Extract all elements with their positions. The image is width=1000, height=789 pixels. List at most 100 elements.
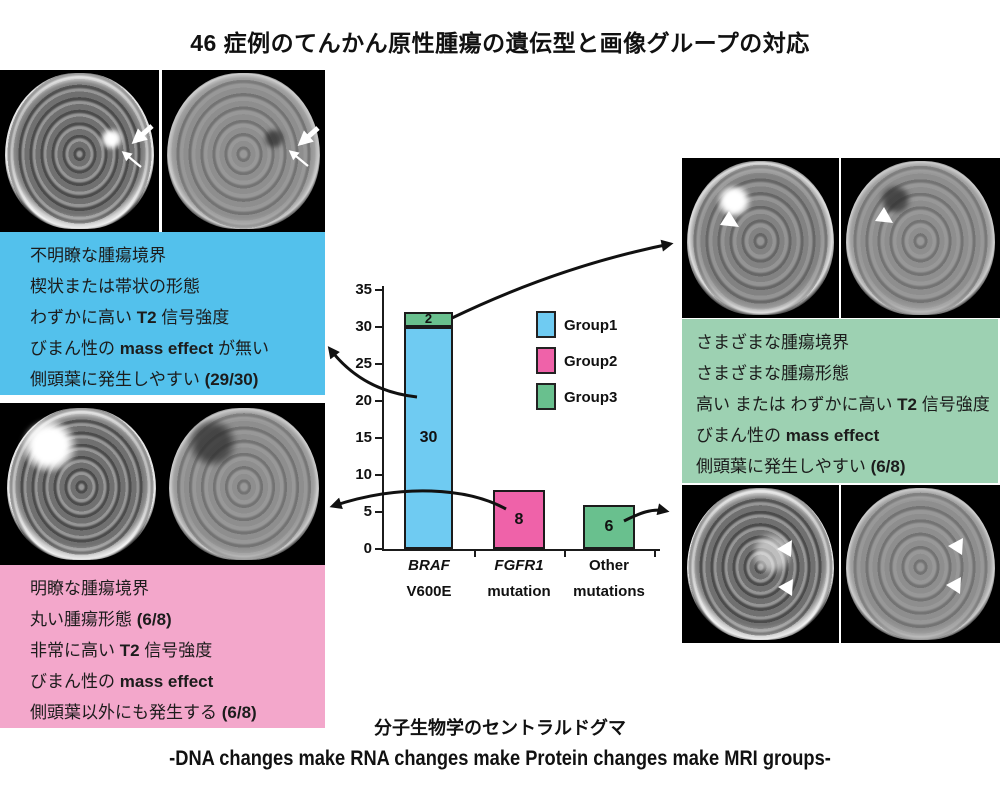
y-tick — [375, 437, 383, 439]
legend-label-group3: Group3 — [564, 389, 618, 406]
y-tick-label: 5 — [363, 503, 372, 520]
feature-line: 高い または わずかに高い T2 信号強度 — [696, 389, 992, 420]
bar-value-label: 8 — [514, 510, 524, 528]
line-segment: 側頭葉に発生しやすい — [696, 457, 871, 476]
bar-value-label: 2 — [424, 311, 433, 327]
feature-line: 非常に高い T2 信号強度 — [30, 635, 319, 666]
feature-line: 側頭葉に発生しやすい (29/30) — [30, 364, 319, 395]
line-segment: 高い または わずかに高い — [696, 395, 898, 414]
lesion — [753, 530, 792, 577]
line-segment: 楔状または帯状の形態 — [30, 277, 200, 296]
group1-feature-box: 不明瞭な腫瘍境界 楔状または帯状の形態 わずかに高い T2 信号強度 びまん性の… — [0, 232, 325, 395]
brain-illustration — [845, 488, 996, 640]
feature-line: 明瞭な腫瘍境界 — [30, 573, 319, 604]
bar-value-label: 30 — [419, 429, 438, 446]
y-tick — [375, 511, 383, 513]
legend-label-group2: Group2 — [564, 353, 618, 370]
line-segment: びまん性の — [30, 672, 120, 691]
line-segment: びまん性の — [696, 426, 786, 445]
connector-arrow-group3-bottom — [623, 503, 670, 523]
line-segment: わずかに高い — [30, 308, 137, 327]
brain-illustration — [169, 407, 319, 561]
bar-segment-group3 — [583, 504, 635, 549]
y-tick-label: 25 — [355, 355, 372, 372]
feature-line: 側頭葉以外にも発生する (6/8) — [30, 697, 319, 728]
feature-line: さまざまな腫瘍形態 — [696, 358, 992, 389]
line-segment: 信号強度 — [917, 395, 990, 414]
line-segment: mass effect — [785, 426, 880, 445]
lesion — [100, 129, 123, 150]
category-line1: BRAF — [408, 557, 450, 574]
feature-line: 側頭葉に発生しやすい (6/8) — [696, 451, 992, 482]
x-category-fgfr1: FGFR1 mutation — [459, 557, 579, 600]
connector-arrow-group2 — [329, 489, 507, 511]
brain-illustration — [6, 407, 156, 561]
mri-top-left-t1 — [162, 70, 325, 232]
feature-line: 楔状または帯状の形態 — [30, 271, 319, 302]
group2-feature-box: 明瞭な腫瘍境界 丸い腫瘍形態 (6/8) 非常に高い T2 信号強度 びまん性の… — [0, 565, 325, 728]
bar-segment-group1 — [404, 327, 453, 549]
y-tick — [375, 289, 383, 291]
y-tick-label: 20 — [355, 392, 372, 409]
connector-arrow-group3-top — [451, 239, 674, 320]
legend-swatch-group1 — [536, 311, 556, 338]
legend-swatch-group3 — [536, 383, 556, 410]
y-tick-label: 0 — [363, 540, 372, 557]
y-tick-label: 30 — [355, 318, 372, 335]
brain-illustration — [686, 161, 835, 315]
line-segment: 不明瞭な腫瘍境界 — [30, 246, 166, 265]
category-line1: Other — [588, 557, 629, 574]
y-tick-label: 10 — [355, 466, 372, 483]
feature-line: 丸い腫瘍形態 (6/8) — [30, 604, 319, 635]
category-line2: mutation — [487, 583, 551, 600]
x-tick — [654, 549, 656, 557]
mri-top-right-t2 — [682, 158, 839, 318]
y-tick — [375, 400, 383, 402]
x-category-braf: BRAF V600E — [369, 557, 489, 600]
mri-bottom-right-t1 — [841, 485, 1000, 643]
line-segment: 信号強度 — [139, 641, 213, 660]
caption-english: -DNA changes make RNA changes make Prote… — [169, 747, 831, 770]
line-segment: (6/8) — [221, 703, 257, 722]
feature-line: びまん性の mass effect — [696, 420, 992, 451]
line-segment: (6/8) — [870, 457, 906, 476]
y-axis — [382, 286, 384, 551]
brain-illustration — [686, 488, 835, 640]
line-segment: T2 — [897, 395, 918, 414]
lesion — [263, 129, 285, 148]
mri-bottom-left-pair — [0, 403, 325, 565]
category-line2: V600E — [406, 583, 452, 600]
lesion — [21, 420, 79, 472]
line-segment: さまざまな腫瘍境界 — [696, 333, 849, 352]
x-tick — [474, 549, 476, 557]
lesion — [186, 420, 238, 466]
bar-segment-group3 — [404, 312, 453, 327]
feature-line: さまざまな腫瘍境界 — [696, 327, 992, 358]
feature-line: わずかに高い T2 信号強度 — [30, 302, 319, 333]
mri-top-right-t1 — [841, 158, 1000, 318]
x-axis — [382, 549, 660, 551]
line-segment: (6/8) — [136, 610, 172, 629]
mri-top-left-t2 — [0, 70, 159, 232]
brain-illustration — [4, 73, 155, 229]
line-segment: 明瞭な腫瘍境界 — [30, 579, 149, 598]
lesion — [716, 185, 752, 217]
line-segment: びまん性の — [30, 339, 120, 358]
x-category-other: Other mutations — [549, 557, 669, 600]
category-line1: FGFR1 — [494, 557, 544, 574]
line-segment: 丸い腫瘍形態 — [30, 610, 137, 629]
x-tick — [564, 549, 566, 557]
brain-illustration — [166, 73, 321, 229]
line-segment: 信号強度 — [156, 308, 230, 327]
line-segment: 側頭葉に発生しやすい — [30, 370, 205, 389]
category-line2: mutations — [573, 583, 645, 600]
line-segment: 側頭葉以外にも発生する — [30, 703, 222, 722]
group3-feature-box: さまざまな腫瘍境界 さまざまな腫瘍形態 高い または わずかに高い T2 信号強… — [682, 319, 998, 483]
figure-title: 46 症例のてんかん原性腫瘍の遺伝型と画像グループの対応 — [190, 30, 810, 56]
caption-japanese: 分子生物学のセントラルドグマ — [374, 718, 626, 738]
y-tick — [375, 548, 383, 550]
bar-segment-group2 — [493, 489, 545, 549]
line-segment: 非常に高い — [30, 641, 120, 660]
line-segment: さまざまな腫瘍形態 — [696, 364, 849, 383]
